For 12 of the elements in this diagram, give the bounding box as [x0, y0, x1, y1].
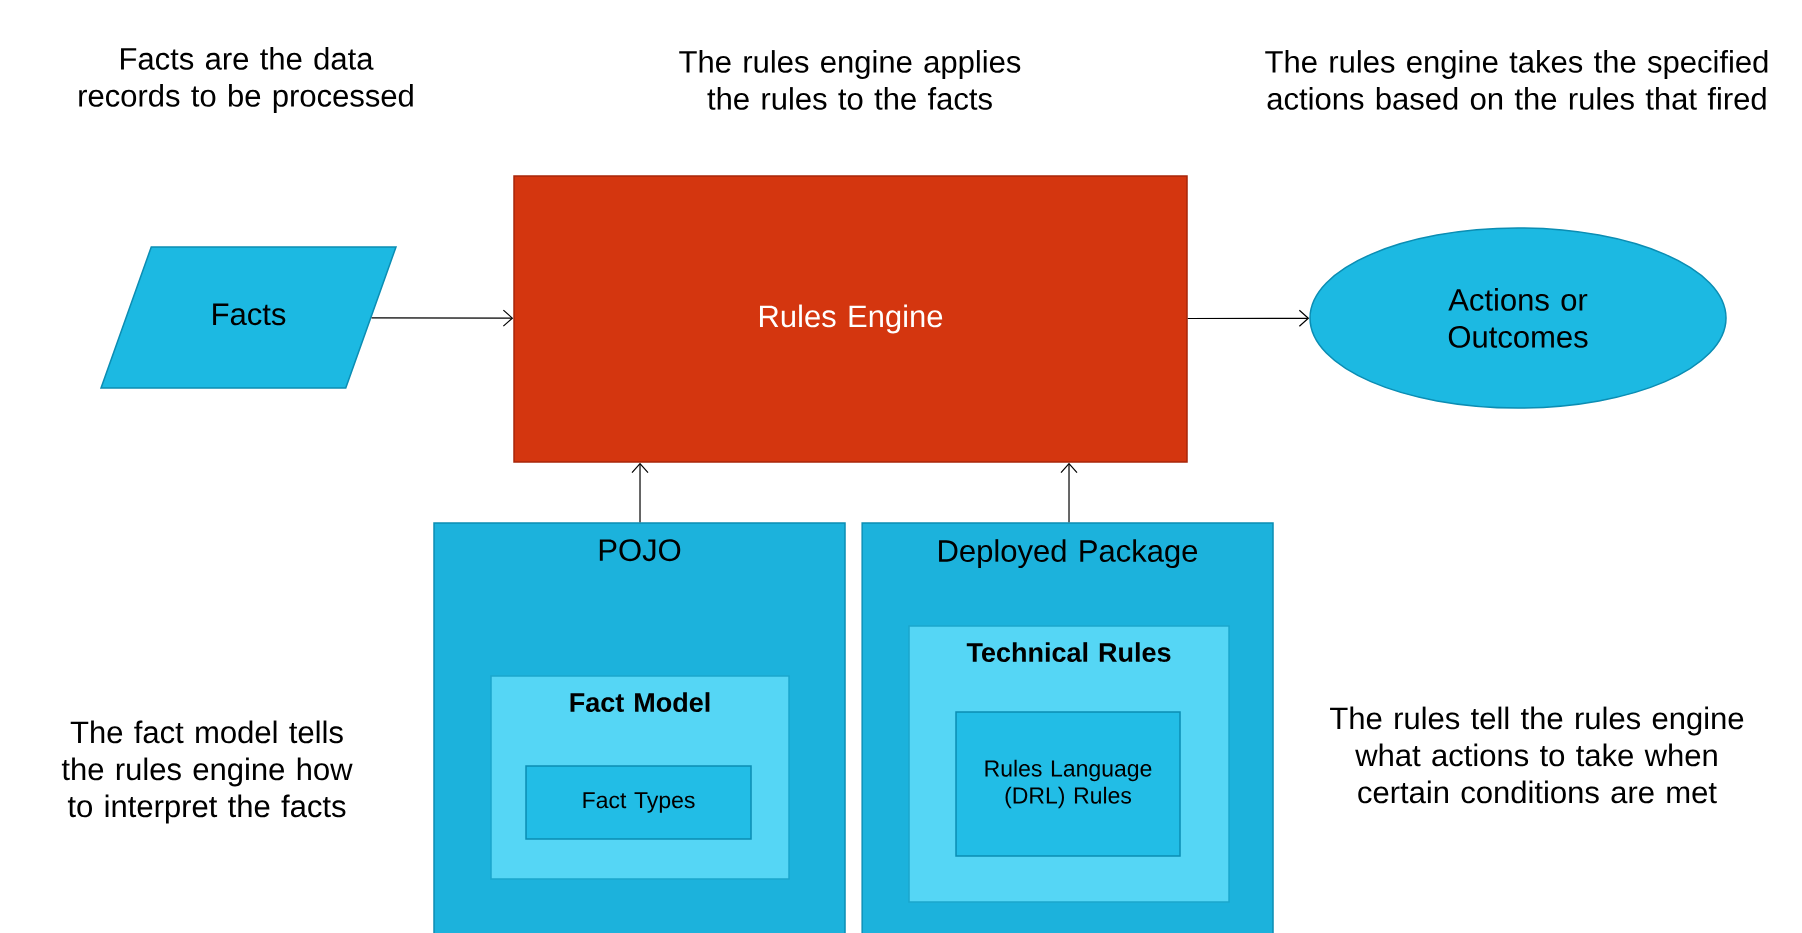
- annotation-text: Facts are the data records to be processed: [79, 47, 413, 113]
- process-box: Fact Types: [525, 765, 752, 840]
- arrow: [631, 462, 649, 523]
- annotation-text: The rules engine takes the specified actions based on the rules that fired: [1265, 50, 1768, 110]
- annotation-text: The fact model tells the rules engine how to interpret the facts: [61, 720, 353, 824]
- annotation-text: The rules engine applies the rules to the facts: [679, 50, 1021, 110]
- process-box: Rules Language (DRL) Rules: [955, 711, 1181, 857]
- annotation-text: The rules tell the rules engine what actions to take when certain conditions are met: [1330, 706, 1744, 804]
- process-box: Rules Engine: [513, 175, 1188, 463]
- arrow: [1187, 309, 1310, 327]
- arrow: [1060, 462, 1078, 523]
- arrow: [370, 309, 514, 327]
